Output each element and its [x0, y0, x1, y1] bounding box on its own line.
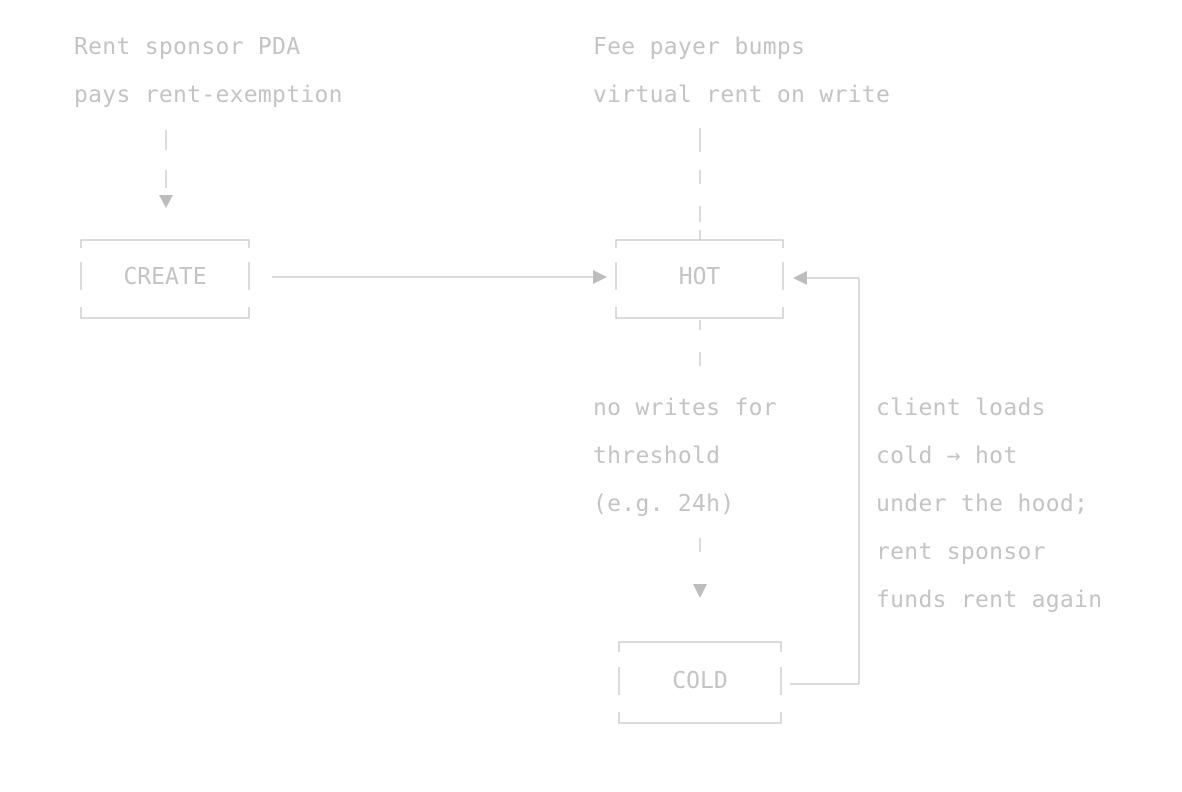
- create-to-hot-arrow: [272, 270, 607, 284]
- create-note: Rent sponsor PDA pays rent-exemption: [74, 23, 343, 119]
- cold-box-frame: [618, 641, 782, 724]
- hot-to-cold-arrow: [693, 320, 707, 598]
- arrowhead-left: [793, 271, 807, 285]
- hot-node-label: HOT: [678, 264, 721, 290]
- cold-transition-line: threshold: [593, 443, 721, 469]
- create-note-line: pays rent-exemption: [74, 82, 343, 108]
- hot-note-line: virtual rent on write: [593, 82, 891, 108]
- create-note-arrow: [159, 130, 173, 208]
- hot-note: Fee payer bumps virtual rent on write: [593, 23, 890, 119]
- cold-transition-note: no writes for threshold (e.g. 24h): [593, 384, 777, 528]
- cold-to-hot-arrow: [790, 271, 860, 685]
- create-note-line: Rent sponsor PDA: [74, 34, 301, 60]
- reload-note-line: cold → hot: [876, 443, 1018, 469]
- reload-note-line: funds rent again: [876, 587, 1103, 613]
- reload-note-line: under the hood;: [876, 491, 1089, 517]
- reload-note-line: rent sponsor: [876, 539, 1046, 565]
- arrowhead-right: [593, 270, 607, 284]
- create-node-label: CREATE: [123, 264, 207, 290]
- cold-transition-line: (e.g. 24h): [593, 491, 735, 517]
- hot-note-line: Fee payer bumps: [593, 34, 806, 60]
- arrowhead-down: [693, 584, 707, 598]
- create-box-frame: [80, 239, 250, 319]
- reload-note-line: client loads: [876, 395, 1046, 421]
- reload-note: client loads cold → hot under the hood; …: [876, 384, 1102, 624]
- cold-transition-line: no writes for: [593, 395, 777, 421]
- arrowhead-down: [159, 195, 173, 208]
- cold-node-label: COLD: [672, 668, 728, 694]
